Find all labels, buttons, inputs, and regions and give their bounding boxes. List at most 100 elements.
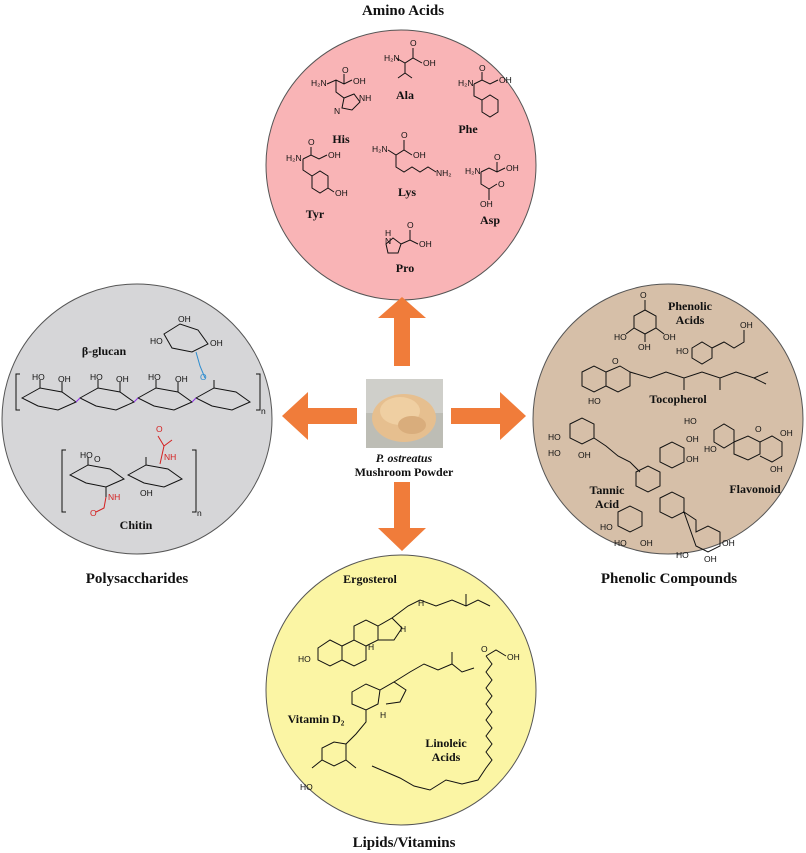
ergosterol-label: Ergosterol <box>343 572 397 586</box>
tannic-label-1: Tannic <box>590 483 626 497</box>
linoleic-label-1: Linoleic <box>425 736 467 750</box>
arrow-right <box>451 392 526 440</box>
chitin-ho-1: HO <box>80 450 93 460</box>
gallic-o: O <box>640 290 647 300</box>
bg-oh-5: OH <box>210 338 223 348</box>
lipids-circle <box>265 554 537 826</box>
flav-oh-1: OH <box>780 428 793 438</box>
pro-h: H <box>385 228 391 238</box>
lino-oh: OH <box>507 652 520 662</box>
tannic-ho-1: HO <box>548 432 561 442</box>
beta-glucan-chain: HO OH HO OH HO OH HO OH OH O n <box>15 314 266 416</box>
gallic-acid-structure: O HO OH OH <box>614 290 676 352</box>
phe-oh: OH <box>499 75 512 85</box>
toco-o: O <box>612 356 619 366</box>
phe-nh2: H₂N <box>458 78 474 88</box>
tannic-ho-2: HO <box>548 448 561 458</box>
phe-o: O <box>479 63 486 73</box>
asp-structure: H₂N OH O OH O <box>465 152 519 209</box>
tannic-oh-6: OH <box>704 554 717 564</box>
bg-o-link: O <box>200 372 207 382</box>
ala-o: O <box>410 38 417 48</box>
amino-acids-title: Amino Acids <box>362 3 444 19</box>
ergo-h-2: H <box>400 624 406 634</box>
asp-oh2: OH <box>480 199 493 209</box>
asp-oh: OH <box>506 163 519 173</box>
ala-nh2: H₂N <box>384 53 400 63</box>
vitd-h: H <box>380 710 386 720</box>
phenolic-circle <box>532 283 804 555</box>
flavonoid-label: Flavonoid <box>729 482 781 496</box>
coumaric-acid-structure: HO OH <box>676 320 753 365</box>
aa-name-lys: Lys <box>398 185 416 199</box>
ergosterol-structure: HO H H H <box>298 594 491 667</box>
bg-oh-3: OH <box>175 374 188 384</box>
tannic-acid-structure: HO HO OH OH OH HO HO OH HO OH OH <box>548 417 735 564</box>
aa-name-his: His <box>332 132 350 146</box>
polysaccharides-title: Polysaccharides <box>86 571 189 587</box>
beta-glucan-label: β-glucan <box>82 344 127 358</box>
phe-structure: H₂N OH O <box>458 63 512 118</box>
pro-oh: OH <box>419 239 432 249</box>
flav-ho-1: HO <box>684 416 697 426</box>
pro-n: N <box>385 236 391 246</box>
tannic-ho-5: HO <box>676 550 689 560</box>
phenolic-structures: Phenolic Acids O HO OH OH HO OH O HO Toc… <box>548 290 793 564</box>
vitamin-d2-structure: H HO <box>300 652 475 792</box>
polysaccharides-circle <box>1 283 273 555</box>
vitd-ho: HO <box>300 782 313 792</box>
tocopherol-structure: O HO <box>581 356 769 406</box>
chitin-n: n <box>197 508 202 518</box>
pro-o: O <box>407 220 414 230</box>
bg-n: n <box>261 406 266 416</box>
tannic-oh-5: OH <box>722 538 735 548</box>
lys-structure: H₂N OH O NH₂ <box>372 130 452 178</box>
bg-oh-2: OH <box>116 374 129 384</box>
ergo-h-1: H <box>368 642 374 652</box>
tannic-label-2: Acid <box>595 497 619 511</box>
tocopherol-label: Tocopherol <box>649 392 707 406</box>
amino-acids-circle <box>265 29 537 301</box>
bg-ho-1: HO <box>32 372 45 382</box>
bg-ho-4: HO <box>150 336 163 346</box>
lys-oh: OH <box>413 150 426 160</box>
chitin-label: Chitin <box>120 518 153 532</box>
aa-name-asp: Asp <box>480 213 500 227</box>
pro-structure: H N OH O <box>385 220 432 254</box>
species-label: P. ostreatus <box>376 451 433 465</box>
flav-o: O <box>755 424 762 434</box>
phenolic-title: Phenolic Compounds <box>601 571 737 587</box>
tannic-ho-4: HO <box>614 538 627 548</box>
his-n: N <box>334 106 340 116</box>
arrow-down <box>378 482 426 551</box>
ala-structure: H₂N OH O <box>384 38 436 79</box>
lys-o: O <box>401 130 408 140</box>
phenolic-acids-label-2: Acids <box>676 313 705 327</box>
ergo-h-3: H <box>418 598 424 608</box>
lipids-title: Lipids/Vitamins <box>353 835 456 851</box>
polysaccharide-structures: β-glucan HO OH HO OH HO OH HO OH OH O n <box>15 314 266 532</box>
aa-name-ala: Ala <box>396 88 414 102</box>
bg-ho-2: HO <box>90 372 103 382</box>
aa-name-tyr: Tyr <box>306 207 325 221</box>
asp-nh2: H₂N <box>465 166 481 176</box>
bg-oh-1: OH <box>58 374 71 384</box>
flav-oh-2: OH <box>770 464 783 474</box>
tyr-structure: H₂N OH O OH <box>286 137 348 198</box>
linoleic-structure: O OH <box>371 644 520 791</box>
bg-oh-4: OH <box>178 314 191 324</box>
arrow-up <box>378 297 426 366</box>
chitin-nh-1: NH <box>164 452 176 462</box>
gallic-ho-1: HO <box>614 332 627 342</box>
asp-o2: O <box>498 179 505 189</box>
his-structure: H₂N OH O NH N <box>311 65 371 116</box>
flavonoid-structure: HO HO O OH OH <box>684 416 793 474</box>
bg-ho-3: HO <box>148 372 161 382</box>
asp-o: O <box>494 152 501 162</box>
lys-nh2: H₂N <box>372 144 388 154</box>
amino-acid-structures: H₂N OH O H₂N OH O NH N H₂N OH O H₂N OH O… <box>286 38 519 275</box>
arrow-left <box>282 392 357 440</box>
tannic-oh-2: OH <box>686 434 699 444</box>
chitin-o-1: O <box>94 454 101 464</box>
